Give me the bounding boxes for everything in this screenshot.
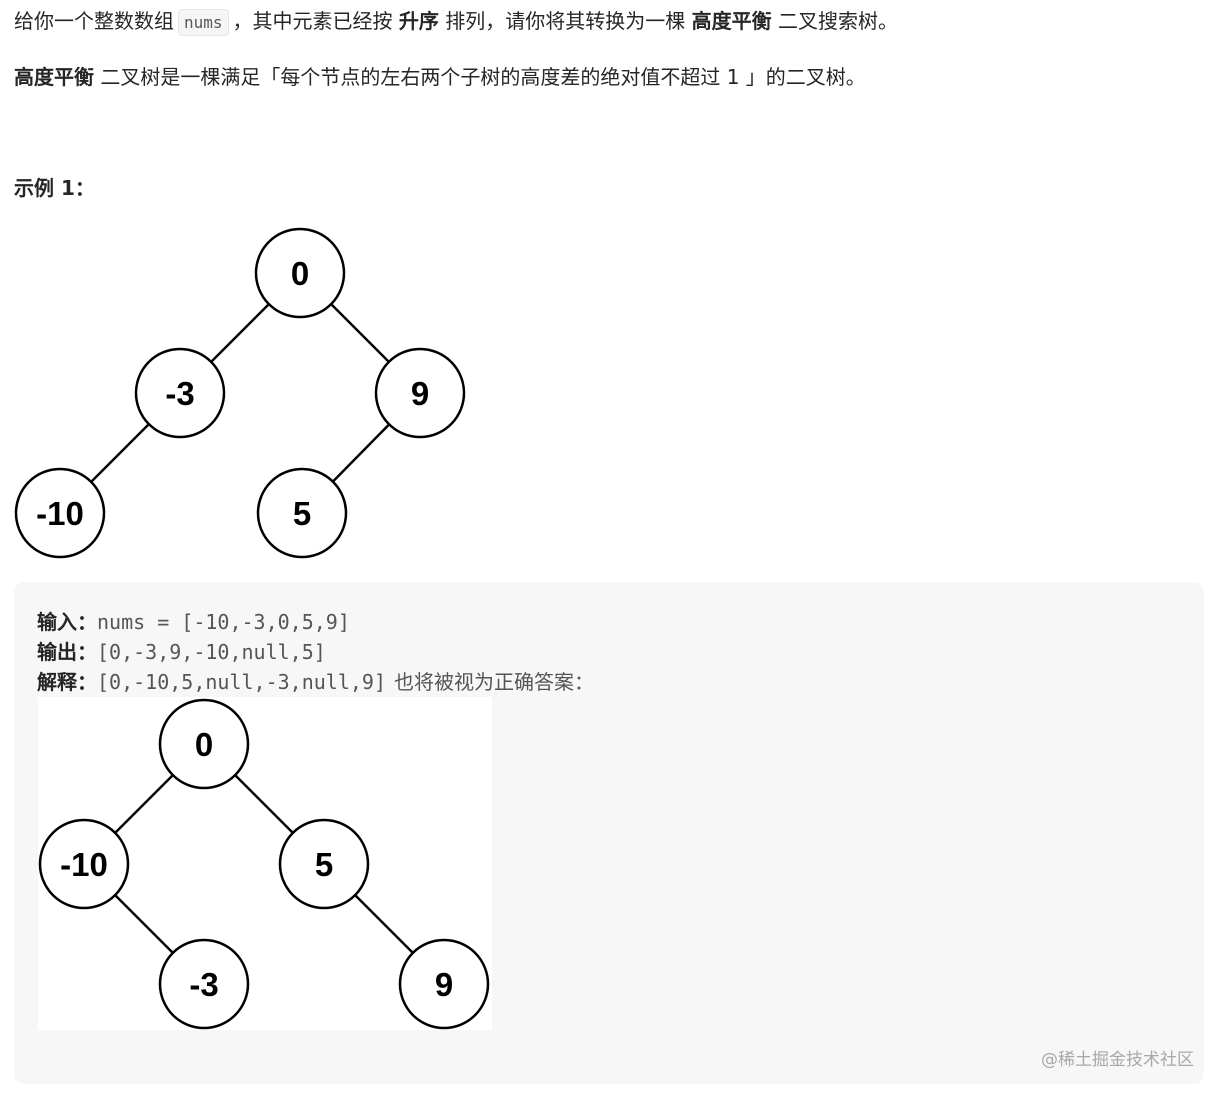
inline-code-nums: nums xyxy=(178,9,229,36)
alternative-tree-diagram: 0 -10 5 -3 9 xyxy=(38,697,492,1030)
output-label: 输出： xyxy=(37,640,97,664)
explanation-value: [0,-10,5,null,-3,null,9] xyxy=(97,670,386,694)
statement-text: ，其中元素已经按 xyxy=(232,9,393,33)
watermark: @稀土掘金技术社区 xyxy=(1041,1050,1194,1070)
statement-text: 二叉搜索树。 xyxy=(777,9,898,33)
node-label: 9 xyxy=(411,375,429,412)
example-input-line: 输入：nums = [-10,-3,0,5,9] xyxy=(37,608,350,636)
tree-node-left-right: -3 xyxy=(158,938,250,1030)
node-label: 5 xyxy=(293,495,311,532)
bold-term-height-balanced: 高度平衡 xyxy=(691,9,772,33)
input-value: nums = [-10,-3,0,5,9] xyxy=(97,610,350,634)
output-value: [0,-3,9,-10,null,5] xyxy=(97,640,326,664)
statement-text: 给你一个整数数组 xyxy=(14,9,174,33)
tree-node-left: -3 xyxy=(134,347,226,439)
example-heading: 示例 1： xyxy=(14,176,95,200)
node-label: 0 xyxy=(195,726,213,763)
example-tree-diagram: 0 -3 9 -10 5 xyxy=(14,227,466,559)
tree-node-left-left: -10 xyxy=(14,467,106,559)
node-label: -3 xyxy=(189,966,218,1003)
tree-node-root: 0 xyxy=(254,227,346,319)
node-label: 5 xyxy=(315,846,333,883)
example-explanation-line: 解释：[0,-10,5,null,-3,null,9] 也将被视为正确答案： xyxy=(37,668,594,696)
example-output-line: 输出：[0,-3,9,-10,null,5] xyxy=(37,638,326,666)
input-label: 输入： xyxy=(37,610,97,634)
bold-term-ascending: 升序 xyxy=(398,9,439,33)
tree-node-right-right: 9 xyxy=(398,938,490,1030)
node-label: -10 xyxy=(60,846,108,883)
node-label: -10 xyxy=(36,495,84,532)
tree-node-left: -10 xyxy=(38,818,130,910)
node-label: 0 xyxy=(291,255,309,292)
tree-node-root: 0 xyxy=(158,698,250,790)
bold-term-height-balanced: 高度平衡 xyxy=(14,65,94,89)
explanation-label: 解释： xyxy=(37,670,97,694)
node-label: 9 xyxy=(435,966,453,1003)
tree-node-right: 9 xyxy=(374,347,466,439)
definition-text: 二叉树是一棵满足「每个节点的左右两个子树的高度差的绝对值不超过 1 」的二叉树。 xyxy=(100,65,866,89)
statement-text: 排列，请你将其转换为一棵 xyxy=(445,9,686,33)
explanation-note: 也将被视为正确答案： xyxy=(393,670,594,694)
definition-statement: 高度平衡 二叉树是一棵满足「每个节点的左右两个子树的高度差的绝对值不超过 1 」… xyxy=(14,63,866,91)
tree-node-right: 5 xyxy=(278,818,370,910)
node-label: -3 xyxy=(165,375,194,412)
tree-node-right-left: 5 xyxy=(256,467,348,559)
